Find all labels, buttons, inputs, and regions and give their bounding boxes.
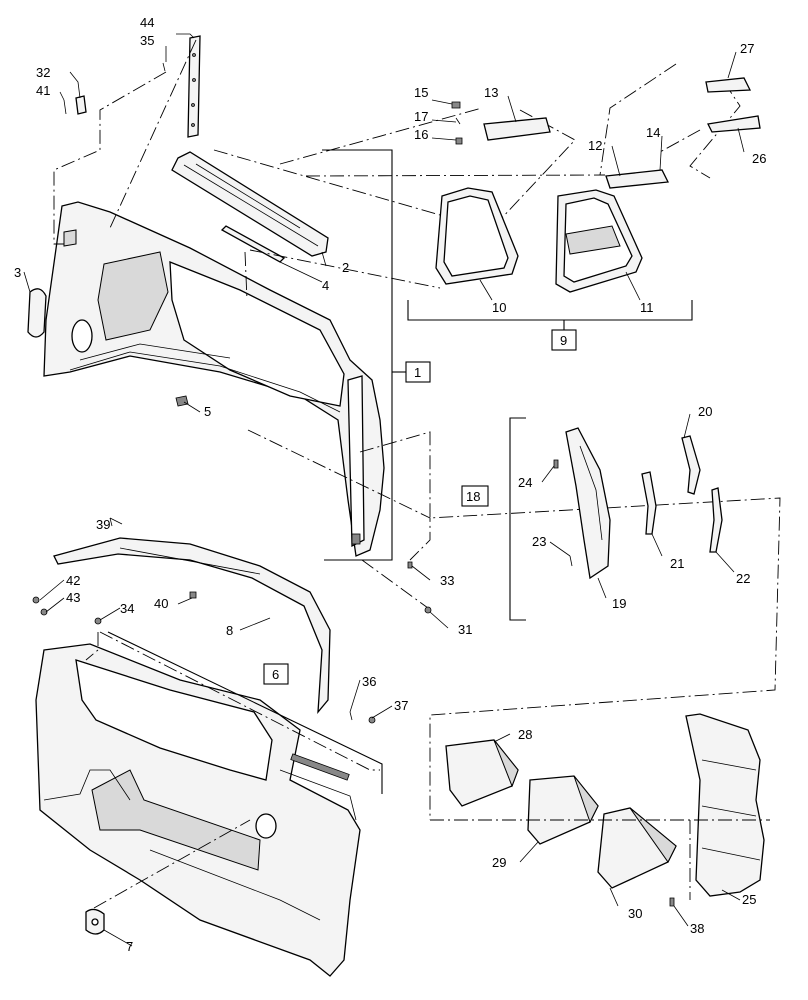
- callout-box-6: [263, 663, 289, 685]
- seal-piece: [705, 77, 752, 93]
- callout-37: 37: [394, 698, 408, 713]
- seal-piece: [605, 169, 670, 189]
- callout-11: 11: [640, 300, 654, 315]
- rear-panel-group: [32, 517, 432, 977]
- callout-44: 44: [140, 15, 154, 30]
- cover-cap: [27, 288, 47, 338]
- screw: [162, 62, 166, 72]
- callout-13: 13: [484, 85, 498, 100]
- upper-trim-panel-group: [27, 35, 385, 557]
- post-trim-group: [553, 427, 723, 580]
- callout-36: 36: [362, 674, 376, 689]
- clip: [75, 95, 87, 115]
- leader-lines-upper: [53, 39, 781, 820]
- callout-19: 19: [612, 596, 626, 611]
- callout-30: 30: [628, 906, 642, 921]
- glass-strip: [483, 117, 551, 141]
- window-frame-group: [435, 77, 761, 293]
- trim-strip: [709, 487, 723, 553]
- callout-4: 4: [322, 278, 329, 293]
- roof-rail: [53, 537, 331, 714]
- leader-lower: [85, 632, 99, 661]
- callout-2: 2: [342, 260, 349, 275]
- callout-16: 16: [414, 127, 428, 142]
- callout-25: 25: [742, 892, 756, 907]
- callout-15: 15: [414, 85, 428, 100]
- callout-6: 6: [272, 667, 279, 682]
- callout-38: 38: [690, 921, 704, 936]
- callout-31: 31: [458, 622, 472, 637]
- clip: [175, 395, 189, 407]
- seal-piece: [707, 115, 761, 133]
- callout-23: 23: [532, 534, 546, 549]
- callout-40: 40: [154, 596, 168, 611]
- callout-8: 8: [226, 623, 233, 638]
- bracket-18: [509, 417, 526, 621]
- callout-22: 22: [736, 571, 750, 586]
- window-opening: [169, 261, 345, 407]
- trim-strip: [641, 471, 657, 535]
- callout-box-1: [405, 361, 431, 383]
- bracket-9: [407, 300, 693, 321]
- callout-18: 18: [466, 489, 480, 504]
- callout-32: 32: [36, 65, 50, 80]
- callout-34: 34: [120, 601, 134, 616]
- callout-10: 10: [492, 300, 506, 315]
- callout-labels: 44 35 32 41 2 4 3 5 1 15 17 16 13 10 11 …: [14, 15, 766, 954]
- callout-27: 27: [740, 41, 754, 56]
- callout-43: 43: [66, 590, 80, 605]
- callout-41: 41: [36, 83, 50, 98]
- callout-20: 20: [698, 404, 712, 419]
- callout-17: 17: [414, 109, 428, 124]
- header-panel: [171, 151, 329, 257]
- callout-12: 12: [588, 138, 602, 153]
- callout-26: 26: [752, 151, 766, 166]
- callout-29: 29: [492, 855, 506, 870]
- callout-5: 5: [204, 404, 211, 419]
- callout-1: 1: [414, 365, 421, 380]
- callout-box-18: [461, 485, 489, 507]
- post-strip: [187, 35, 201, 138]
- callout-21: 21: [670, 556, 684, 571]
- callout-39: 39: [96, 517, 110, 532]
- duct-group: [445, 713, 765, 907]
- callout-3: 3: [14, 265, 21, 280]
- callout-leaders: [23, 33, 745, 947]
- callout-35: 35: [140, 33, 154, 48]
- callout-box-9: [551, 329, 577, 351]
- callout-14: 14: [646, 125, 660, 140]
- callout-9: 9: [560, 333, 567, 348]
- seal-strip: [220, 225, 286, 263]
- trim-clip: [681, 435, 701, 495]
- callout-24: 24: [518, 475, 532, 490]
- duct-25: [685, 713, 765, 897]
- callout-42: 42: [66, 573, 80, 588]
- bracket-1: [322, 149, 393, 561]
- callout-7: 7: [126, 939, 133, 954]
- bracket-6: [107, 631, 383, 794]
- post-trim: [565, 427, 611, 580]
- callout-28: 28: [518, 727, 532, 742]
- callout-33: 33: [440, 573, 454, 588]
